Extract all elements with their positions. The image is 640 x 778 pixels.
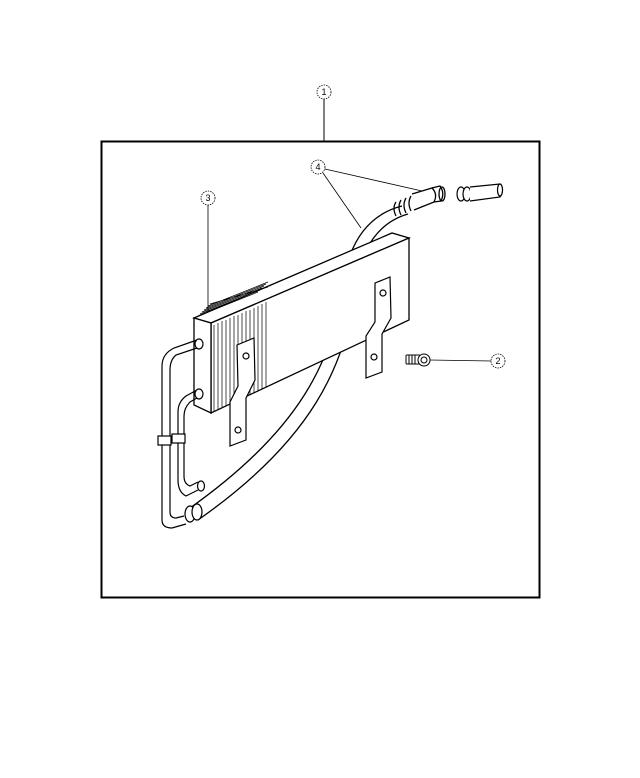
hose-end-connector bbox=[456, 183, 504, 202]
bolt-part bbox=[405, 353, 431, 367]
callout-2[interactable]: 2 bbox=[429, 353, 506, 369]
right-mounting-bracket bbox=[365, 276, 392, 379]
callout-3-label: 3 bbox=[205, 193, 210, 203]
callout-4-label: 4 bbox=[315, 162, 320, 172]
cooler-tubes bbox=[157, 338, 206, 529]
assembly-frame bbox=[100, 140, 541, 599]
callout-1[interactable]: 1 bbox=[316, 84, 332, 141]
callout-1-label: 1 bbox=[321, 87, 326, 97]
callout-2-label: 2 bbox=[495, 356, 500, 366]
callout-4[interactable]: 4 bbox=[310, 159, 423, 229]
left-mounting-bracket bbox=[229, 337, 256, 447]
callout-3[interactable]: 3 bbox=[200, 190, 216, 313]
